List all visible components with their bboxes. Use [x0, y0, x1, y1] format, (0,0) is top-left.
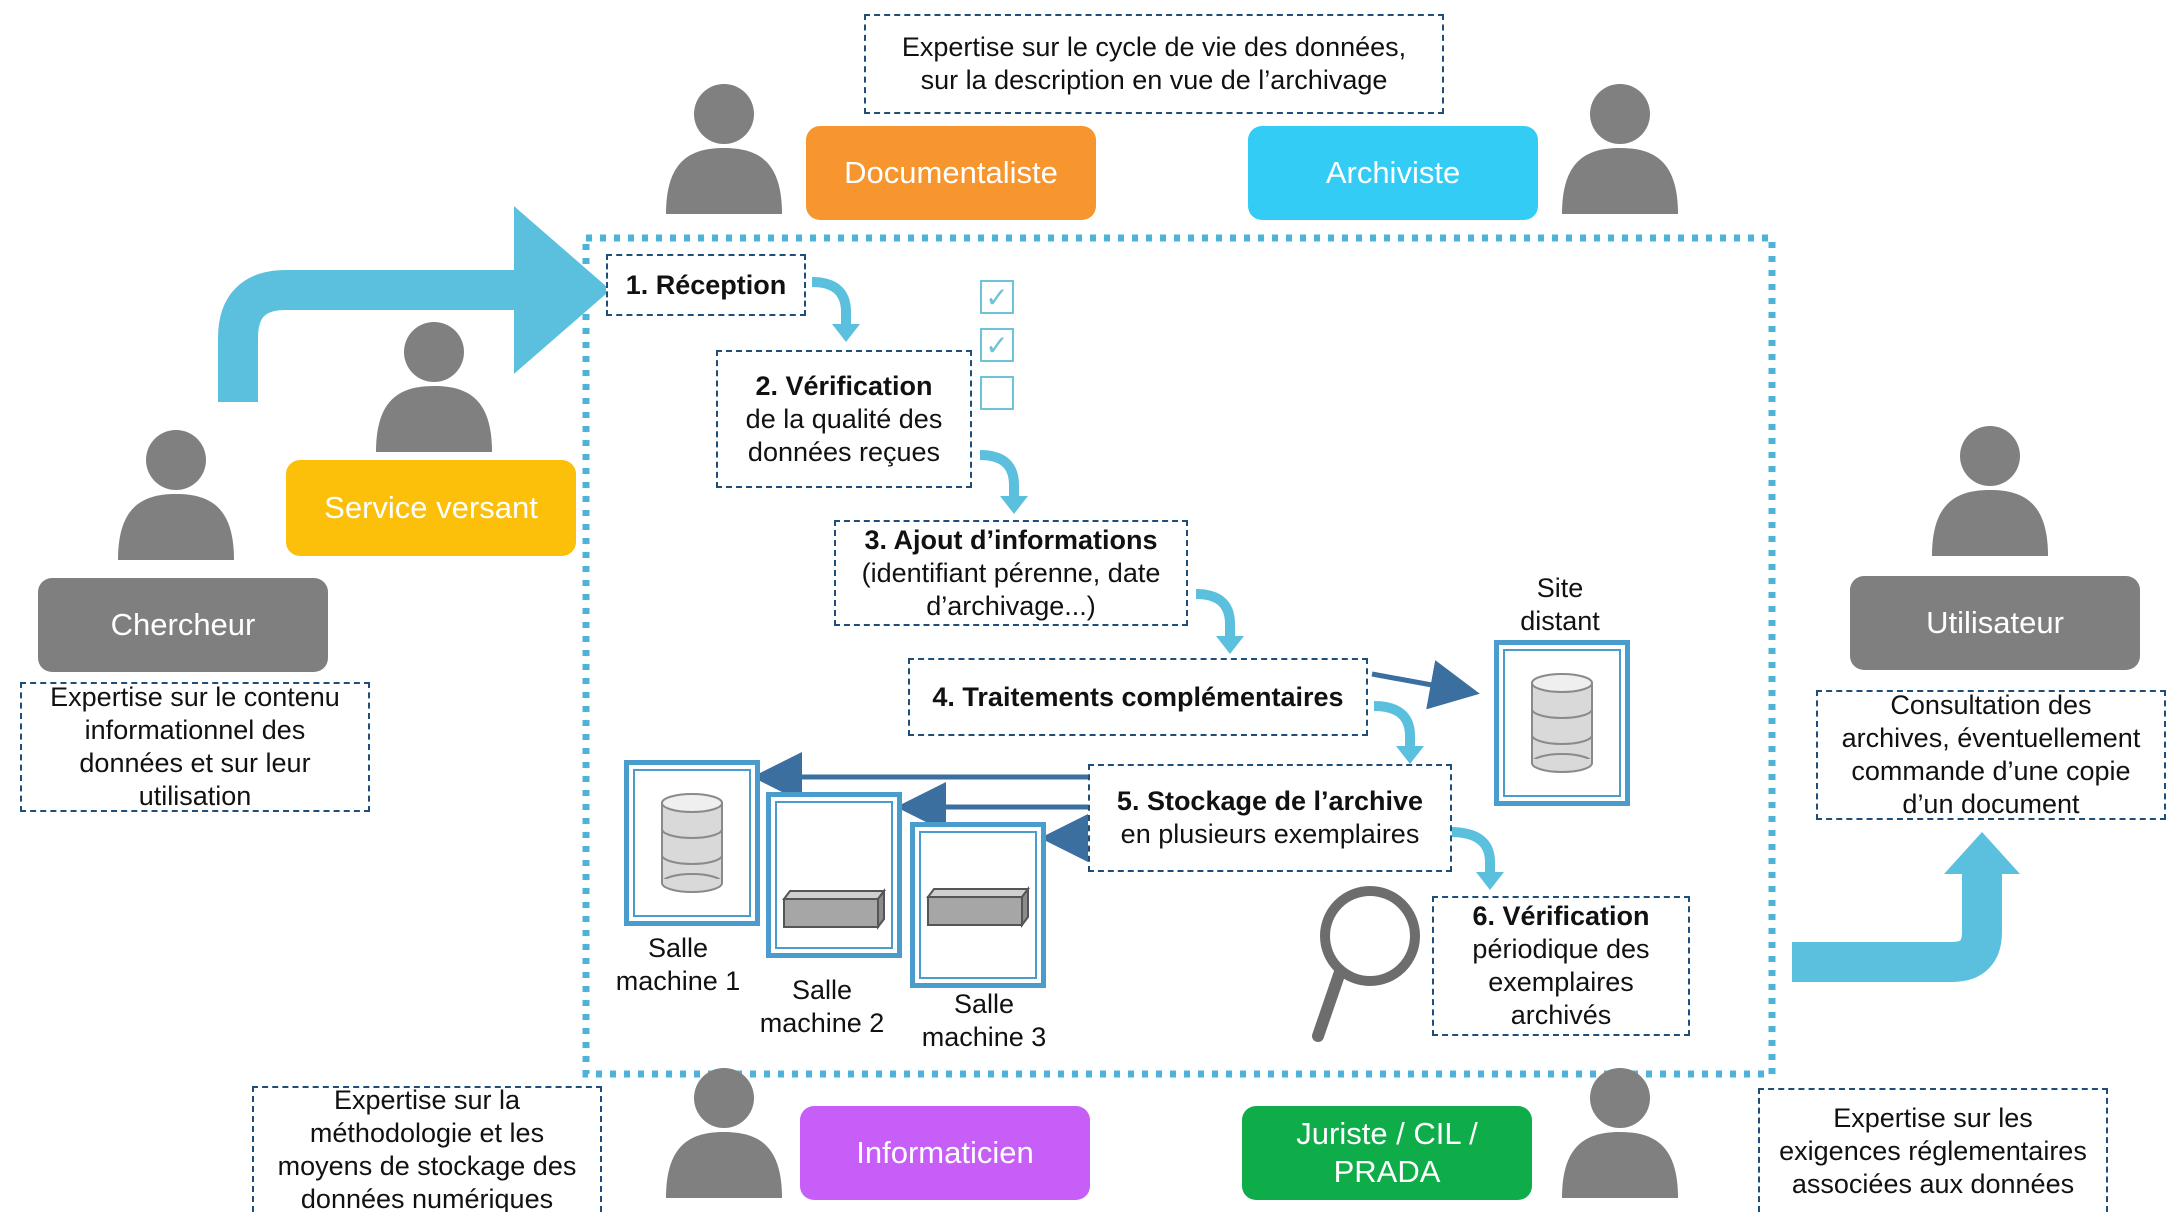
salle-machine-2-line2: machine 2 — [759, 1008, 885, 1038]
salle-machine-3-line2: machine 3 — [921, 1022, 1047, 1052]
step-2-line1: de la qualité des — [745, 403, 943, 434]
juriste-avatar — [1562, 1068, 1678, 1198]
role-documentaliste: Documentaliste — [806, 126, 1096, 220]
expertise-utilisateur-line1: Consultation des — [1890, 690, 2092, 720]
step-6-title: 6. Vérification — [1472, 901, 1650, 931]
role-utilisateur: Utilisateur — [1850, 576, 2140, 670]
output-arrow — [1792, 872, 2002, 982]
expertise-informaticien-line4: données numériques — [300, 1184, 554, 1212]
checkbox-checked-2: ✓ — [980, 328, 1014, 362]
salle-machine-3-label: Salle machine 3 — [906, 988, 1062, 1054]
expertise-chercheur-line2: informationnel des — [84, 715, 306, 745]
step-4-traitements: 4. Traitements complémentaires — [908, 658, 1368, 736]
step-3-line1: (identifiant pérenne, date — [861, 557, 1161, 588]
expertise-top-line2: sur la description en vue de l’archivage — [920, 65, 1388, 95]
expertise-informaticien-line2: méthodologie et les — [309, 1118, 545, 1148]
expertise-juriste-line1: Expertise sur les — [1833, 1102, 2033, 1133]
role-juriste-label-line2: PRADA — [1333, 1154, 1441, 1189]
expertise-juriste: Expertise sur les exigences réglementair… — [1758, 1088, 2108, 1212]
role-archiviste: Archiviste — [1248, 126, 1538, 220]
magnifier-icon — [1312, 886, 1420, 1042]
informaticien-avatar — [666, 1068, 782, 1198]
step-2-verification: 2. Vérification de la qualité des donnée… — [716, 350, 972, 488]
expertise-chercheur: Expertise sur le contenu informationnel … — [20, 682, 370, 812]
role-juriste-label-line1: Juriste / CIL / — [1296, 1116, 1478, 1151]
role-informaticien: Informaticien — [800, 1106, 1090, 1200]
role-documentaliste-label: Documentaliste — [844, 155, 1058, 190]
expertise-chercheur-line4: utilisation — [138, 781, 252, 811]
role-chercheur: Chercheur — [38, 578, 328, 672]
service-versant-avatar — [376, 322, 492, 452]
salle-machine-1 — [624, 760, 760, 926]
expertise-chercheur-line1: Expertise sur le contenu — [50, 682, 340, 712]
site-distant-label: Site distant — [1490, 572, 1630, 638]
database-icon — [1531, 673, 1593, 773]
step-5-stockage: 5. Stockage de l’archive en plusieurs ex… — [1088, 764, 1452, 872]
salle-machine-1-line2: machine 1 — [615, 966, 741, 996]
site-distant-line2: distant — [1520, 606, 1600, 636]
expertise-utilisateur: Consultation des archives, éventuellemen… — [1816, 690, 2166, 820]
process-frame — [582, 234, 1776, 1078]
step-2-title: 2. Vérification — [755, 370, 933, 401]
role-utilisateur-label: Utilisateur — [1926, 605, 2064, 640]
step-1-reception: 1. Réception — [606, 254, 806, 316]
server-icon — [783, 890, 885, 928]
expertise-informaticien-line1: Expertise sur la — [333, 1085, 521, 1115]
salle-machine-2-line1: Salle — [791, 975, 853, 1005]
expertise-utilisateur-line2: archives, éventuellement — [1841, 723, 2141, 753]
expertise-utilisateur-line4: d’un document — [1902, 789, 2080, 819]
chercheur-avatar — [118, 430, 234, 560]
expertise-juriste-line2: exigences réglementaires — [1779, 1135, 2087, 1166]
role-archiviste-label: Archiviste — [1325, 155, 1461, 190]
step-2-line2: données reçues — [747, 436, 941, 467]
step-3-line2: d’archivage...) — [926, 590, 1096, 621]
step-1-title: 1. Réception — [625, 269, 787, 300]
step-5-title: 5. Stockage de l’archive — [1116, 786, 1424, 816]
salle-machine-2-label: Salle machine 2 — [744, 974, 900, 1040]
salle-machine-3-line1: Salle — [953, 989, 1015, 1019]
salle-machine-1-label: Salle machine 1 — [600, 932, 756, 998]
checkbox-empty — [980, 376, 1014, 410]
expertise-chercheur-line3: données et sur leur — [79, 748, 311, 778]
checkbox-checked-1: ✓ — [980, 280, 1014, 314]
expertise-juriste-line3: associées aux données — [1791, 1168, 2075, 1199]
salle-machine-1-line1: Salle — [647, 933, 709, 963]
input-arrow — [218, 206, 611, 402]
documentaliste-avatar — [666, 84, 782, 214]
role-chercheur-label: Chercheur — [110, 607, 256, 642]
role-service-versant: Service versant — [286, 460, 576, 556]
expertise-top: Expertise sur le cycle de vie des donnée… — [864, 14, 1444, 114]
step-6-line1: périodique des — [1472, 934, 1650, 964]
role-juriste: Juriste / CIL / PRADA — [1242, 1106, 1532, 1200]
expertise-informaticien: Expertise sur la méthodologie et les moy… — [252, 1085, 602, 1212]
utilisateur-avatar — [1932, 426, 2048, 556]
expertise-informaticien-line3: moyens de stockage des — [277, 1151, 577, 1181]
salle-machine-2 — [766, 792, 902, 958]
database-icon — [661, 793, 723, 893]
role-informaticien-label: Informaticien — [856, 1135, 1034, 1170]
site-distant-line1: Site — [1536, 573, 1584, 603]
step-3-title: 3. Ajout d’informations — [864, 524, 1158, 555]
salle-machine-3 — [910, 822, 1046, 988]
step-6-verification-periodique: 6. Vérification périodique des exemplair… — [1432, 896, 1690, 1036]
site-distant-storage — [1494, 640, 1630, 806]
role-service-versant-label: Service versant — [324, 490, 538, 525]
expertise-utilisateur-line3: commande d’une copie — [1851, 756, 2131, 786]
step-5-line1: en plusieurs exemplaires — [1120, 819, 1420, 849]
expertise-top-line1: Expertise sur le cycle de vie des donnée… — [901, 32, 1407, 62]
server-icon — [927, 888, 1029, 926]
archiviste-avatar — [1562, 84, 1678, 214]
step-6-line3: archivés — [1510, 1000, 1612, 1030]
step-4-title: 4. Traitements complémentaires — [932, 681, 1344, 712]
step-3-ajout-informations: 3. Ajout d’informations (identifiant pér… — [834, 520, 1188, 626]
step-6-line2: exemplaires — [1488, 967, 1634, 997]
